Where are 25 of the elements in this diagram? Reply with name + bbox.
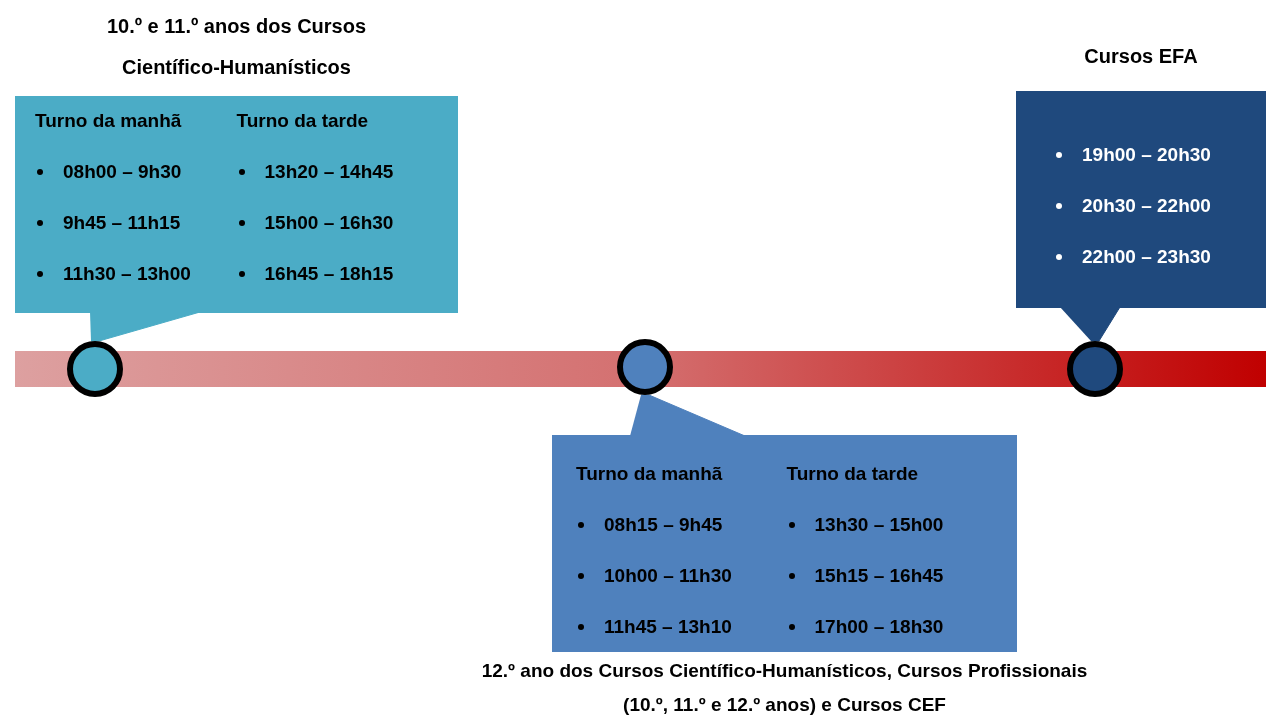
callout-heading: 12.º ano dos Cursos Científico-Humanísticos, Cursos Profissionais (10.º, 11.º e 12.º anos) e Cursos CEF <box>480 659 1089 717</box>
time-slot: 19h00 – 20h30 <box>1082 143 1211 194</box>
time-slot: 08h00 – 9h30 <box>63 160 182 211</box>
time-slot: 16h45 – 18h15 <box>264 262 394 313</box>
shift-heading: Turno da tarde <box>236 109 370 133</box>
callout-pointer <box>629 394 746 437</box>
callout-pointer <box>1059 306 1121 342</box>
timeline-marker <box>617 339 673 395</box>
shift-heading: Turno da manhã <box>35 109 183 133</box>
time-slot: 22h00 – 23h30 <box>1082 245 1211 296</box>
time-slot: 20h30 – 22h00 <box>1082 194 1211 245</box>
time-slot: 11h30 – 13h00 <box>63 262 191 313</box>
time-slot: 13h20 – 14h45 <box>264 160 394 211</box>
timeline-marker <box>1067 341 1123 397</box>
timeline-marker <box>67 341 123 397</box>
callout-heading: Cursos EFA <box>1083 44 1199 69</box>
shift-heading: Turno da manhã <box>576 462 724 486</box>
time-slot: 08h15 – 9h45 <box>604 513 723 564</box>
time-slot: 15h15 – 16h45 <box>814 564 944 615</box>
shift-heading: Turno da tarde <box>786 462 920 486</box>
time-slot: 15h00 – 16h30 <box>264 211 394 262</box>
time-slot: 10h00 – 11h30 <box>604 564 732 615</box>
callout-heading: 10.º e 11.º anos dos Cursos Científico-Humanísticos <box>105 14 368 80</box>
time-slot: 9h45 – 11h15 <box>63 211 181 262</box>
time-slot: 13h30 – 15h00 <box>814 513 944 564</box>
